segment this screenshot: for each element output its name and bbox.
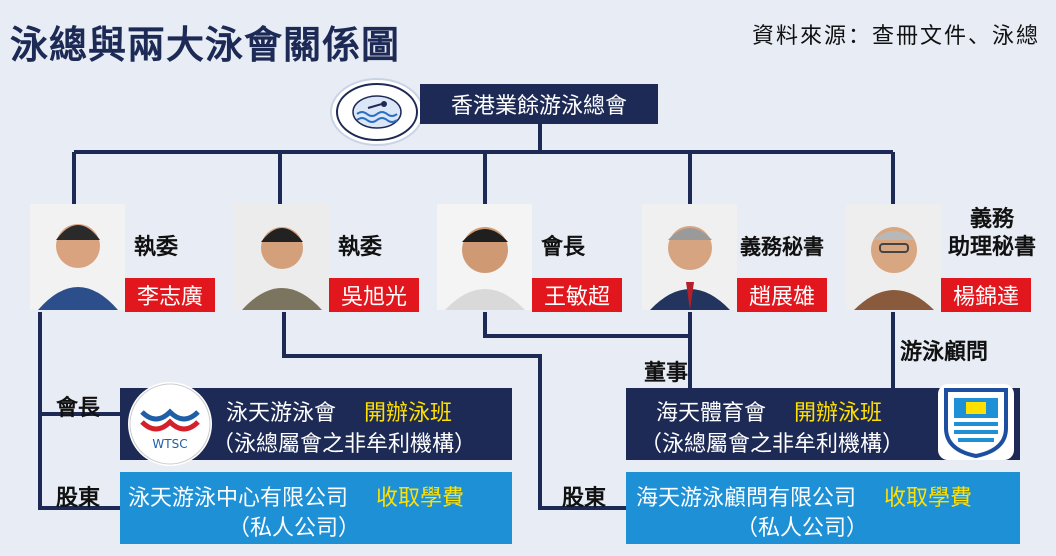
company-wtsc: 泳天游泳中心有限公司 收取學費 （私人公司） <box>120 472 512 544</box>
person-card: 義務 助理秘書 楊錦達 <box>846 204 1036 312</box>
person-photo <box>642 204 737 310</box>
company-name: 海天游泳顧問有限公司 <box>636 486 857 511</box>
company-note: （私人公司） <box>228 516 361 541</box>
org-name: 泳天游泳會 <box>226 401 337 426</box>
company-hoi-tin: 海天游泳顧問有限公司 收取學費 （私人公司） <box>626 472 1020 544</box>
person-role: 會長 <box>541 235 586 260</box>
company-name-line: 泳天游泳中心有限公司 收取學費 <box>128 480 464 512</box>
link-wong <box>483 312 690 338</box>
hkasa-logo <box>330 78 424 146</box>
org-wtsc: WTSC 泳天游泳會 開辦泳班 （泳總屬會之非牟利機構） <box>120 382 512 466</box>
org-highlight: 開辦泳班 <box>364 401 453 426</box>
person-card: 義務秘書 趙展雄 <box>642 204 827 312</box>
person-photo <box>30 204 125 310</box>
company-name-line: 海天游泳顧問有限公司 收取學費 <box>636 480 972 512</box>
relation-shareholder-label: 股東 <box>56 486 101 511</box>
person-photo <box>234 204 329 310</box>
org-name-line: 海天體育會 開辦泳班 <box>656 395 882 427</box>
relation-director-label: 董事 <box>644 361 689 386</box>
wtsc-logo: WTSC <box>128 382 212 466</box>
org-highlight: 開辦泳班 <box>794 401 883 426</box>
source-note: 資料來源：查冊文件、泳總 <box>751 24 1040 49</box>
org-hoi-tin: 海天體育會 開辦泳班 （泳總屬會之非牟利機構） <box>626 384 1020 460</box>
person-card: 會長 王敏超 <box>437 204 622 312</box>
relation-shareholder-label: 股東 <box>562 486 607 511</box>
person-name: 吳旭光 <box>329 278 419 312</box>
link-li-company <box>38 414 122 510</box>
company-highlight: 收取學費 <box>884 486 973 511</box>
person-name: 王敏超 <box>532 278 622 312</box>
company-note: （私人公司） <box>736 516 869 541</box>
person-card: 執委 李志廣 <box>30 204 215 312</box>
person-role: 執委 <box>134 235 179 260</box>
person-role: 執委 <box>338 235 383 260</box>
hoi-tin-crest <box>938 384 1014 460</box>
person-role: 義務秘書 <box>740 235 824 259</box>
org-name: 海天體育會 <box>656 401 767 426</box>
relation-consultant-label: 游泳顧問 <box>900 340 989 365</box>
person-photo <box>846 204 941 310</box>
link-ng <box>282 312 626 510</box>
page-title: 泳總與兩大泳會關係圖 <box>10 23 401 67</box>
person-card: 執委 吳旭光 <box>234 204 419 312</box>
relation-president-label: 會長 <box>56 396 101 421</box>
org-note: （泳總屬會之非牟利機構） <box>640 432 905 457</box>
company-name: 泳天游泳中心有限公司 <box>128 486 349 511</box>
company-highlight: 收取學費 <box>376 486 465 511</box>
person-photo <box>437 204 532 310</box>
org-name-line: 泳天游泳會 開辦泳班 <box>226 395 452 427</box>
root-organisation: 香港業餘游泳總會 <box>420 84 658 124</box>
person-name: 趙展雄 <box>737 278 827 312</box>
wtsc-logo-text: WTSC <box>152 437 187 451</box>
org-note: （泳總屬會之非牟利機構） <box>212 432 477 457</box>
person-name: 楊錦達 <box>941 278 1031 312</box>
person-name: 李志廣 <box>125 278 215 312</box>
person-role: 義務 助理秘書 <box>947 207 1036 260</box>
